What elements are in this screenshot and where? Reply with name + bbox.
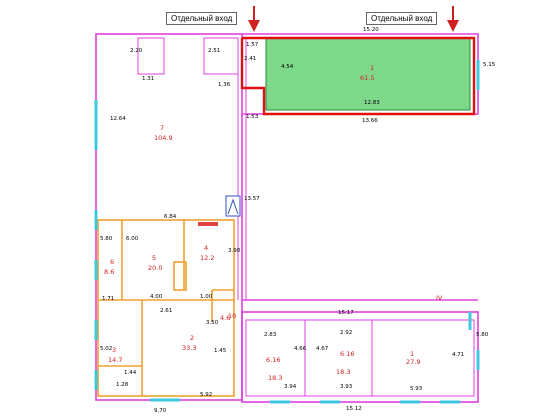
highlighted-room (265, 37, 471, 111)
dim-580: 5.80 (100, 236, 113, 242)
room-top-number: 1 (370, 64, 374, 72)
dim-241: 2.41 (244, 56, 256, 62)
dim-220: 2.20 (130, 48, 143, 54)
room-top-area: 61.5 (360, 74, 374, 82)
dim-400: 4.00 (150, 294, 163, 300)
dim-131: 1.31 (142, 76, 154, 82)
dim-153: 1.53 (246, 114, 259, 120)
room-c-number: 1 (410, 350, 414, 358)
dim-592: 5.92 (200, 392, 212, 398)
dim-157: 1.57 (246, 42, 259, 48)
dim-593: 5.93 (410, 386, 423, 392)
dim-1357: 13.57 (244, 196, 260, 202)
entrance-label-right: Отдельный вход (366, 12, 438, 25)
dim-1366: 13.66 (362, 118, 378, 124)
dim-261: 2.61 (160, 308, 172, 314)
room-3-number: 3 (112, 346, 116, 354)
dim-515: 5.15 (483, 62, 496, 68)
room-labels: 7 104.9 1 61.5 5 20.0 4 12.2 6 8.6 2 33.… (104, 64, 443, 382)
room-10-number: 10 (228, 312, 236, 320)
dim-1283: 12.83 (364, 100, 380, 106)
room-5-number: 5 (152, 254, 156, 262)
room-2-number: 2 (190, 334, 194, 342)
dim-292: 2.92 (340, 330, 352, 336)
dim-398: 3.98 (228, 248, 241, 254)
dim-502: 5.02 (100, 346, 112, 352)
windows (94, 60, 480, 404)
dim-970: 9.70 (154, 408, 167, 414)
dim-283: 2.83 (264, 332, 277, 338)
dim-144: 1.44 (124, 370, 137, 376)
dim-471: 4.71 (452, 352, 464, 358)
room-c-area: 27.9 (406, 358, 420, 366)
orange-walls (97, 219, 235, 397)
dim-251: 2.51 (208, 48, 220, 54)
dim-136: 1.36 (218, 82, 231, 88)
room-a-area: 18.3 (268, 374, 282, 382)
highlight-outline (240, 36, 476, 116)
room-4-area: 12.2 (200, 254, 214, 262)
room-46-number: 4.6 (220, 314, 230, 322)
dim-1264: 12.64 (110, 116, 126, 122)
dimension-texts: 2.20 1.31 2.51 1.36 1.57 2.41 15.20 5.15… (100, 27, 496, 414)
dim-145: 1.45 (214, 348, 227, 354)
room-a-small: 6.16 (266, 356, 280, 364)
dim-467: 4.67 (316, 346, 329, 352)
room-b-small: 6.16 (340, 350, 354, 358)
dim-393: 3.93 (340, 384, 353, 390)
dim-100: 1.00 (200, 294, 213, 300)
dim-350: 3.50 (206, 320, 219, 326)
dim-454: 4.54 (281, 64, 294, 70)
dim-600: 6.00 (126, 236, 139, 242)
dim-466: 4.66 (294, 346, 307, 352)
dim-580b: 5.80 (476, 332, 489, 338)
room-5-area: 20.0 (148, 264, 162, 272)
room-6-area: 8.6 (104, 268, 114, 276)
roman-iv: IV (436, 294, 443, 302)
dim-1512: 15.12 (346, 406, 362, 412)
room-2-area: 33.3 (182, 344, 196, 352)
dim-171: 1.71 (102, 296, 114, 302)
red-door (198, 222, 218, 226)
dim-128: 1.28 (116, 382, 129, 388)
dim-684: 6.84 (164, 214, 177, 220)
room-3-area: 14.7 (108, 356, 122, 364)
inner-walls (137, 37, 475, 397)
room-7-number: 7 (160, 124, 164, 132)
dim-1520: 15.20 (363, 27, 379, 33)
dim-1517: 15.17 (338, 310, 354, 316)
room-4-number: 4 (204, 244, 208, 252)
room-b-area: 18.3 (336, 368, 350, 376)
room-7-area: 104.9 (154, 134, 173, 142)
room-6-number: 6 (110, 258, 114, 266)
dim-394: 3.94 (284, 384, 297, 390)
entrance-label-left: Отдельный вход (166, 12, 238, 25)
